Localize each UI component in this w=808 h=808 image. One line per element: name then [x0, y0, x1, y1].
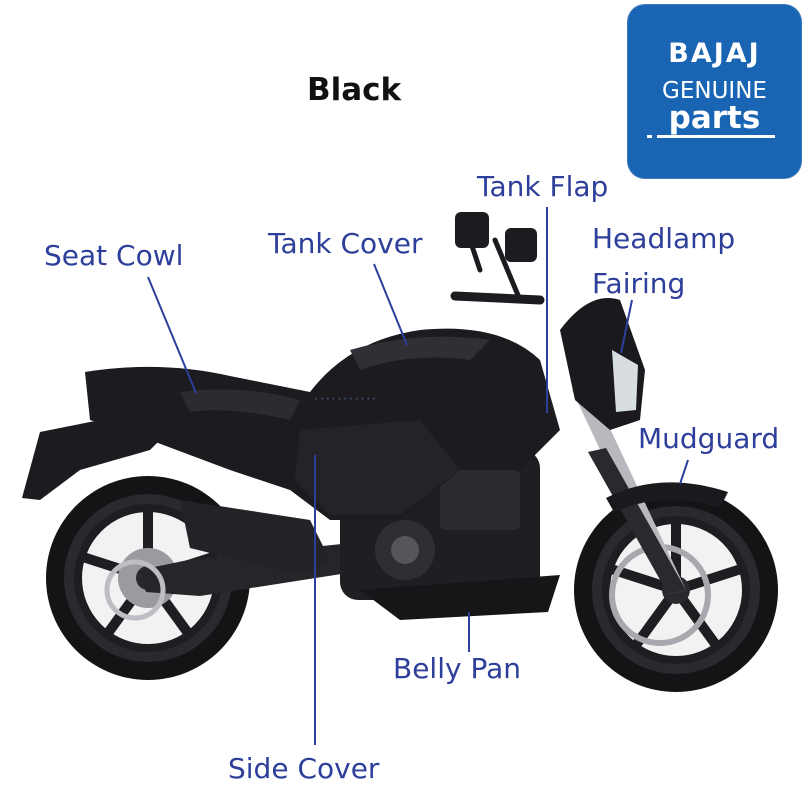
bajaj-genuine-parts-logo: BAJAJ GENUINE parts: [627, 4, 802, 179]
rear-tail: [22, 418, 170, 500]
seat-cowl-line: [147, 276, 197, 394]
belly-pan-shape: [360, 575, 560, 620]
rear-disc: [104, 559, 166, 621]
color-title: Black: [307, 72, 402, 108]
front-mudguard: [606, 482, 728, 512]
logo-underline-dot: [647, 135, 652, 138]
mudguard-line: [679, 459, 689, 485]
label-seat-cowl: Seat Cowl: [44, 239, 184, 272]
logo-underline: [657, 135, 775, 138]
logo-brand: BAJAJ: [668, 38, 761, 69]
headlamp-lens: [612, 350, 638, 412]
seat-highlight: [180, 389, 300, 420]
swing-arm: [140, 540, 392, 596]
label-headlamp: Headlamp: [592, 222, 736, 255]
logo-genuine: GENUINE: [662, 78, 767, 104]
label-tank-cover: Tank Cover: [268, 227, 423, 260]
tank-cover-line: [373, 263, 408, 346]
label-side-cover: Side Cover: [228, 752, 380, 785]
tank-sheen: [350, 336, 490, 370]
mirror-right: [505, 228, 537, 262]
logo-parts: parts: [668, 100, 761, 136]
label-mudguard: Mudguard: [638, 422, 780, 455]
headlamp-fairing-line: [620, 299, 633, 354]
label-tank-flap: Tank Flap: [477, 170, 609, 203]
label-fairing: Fairing: [592, 267, 686, 300]
mirror-left: [455, 212, 489, 248]
exhaust: [180, 500, 330, 575]
label-belly-pan: Belly Pan: [393, 652, 521, 685]
watermark: ···········: [314, 390, 378, 408]
side-cover-panel: [295, 420, 460, 515]
